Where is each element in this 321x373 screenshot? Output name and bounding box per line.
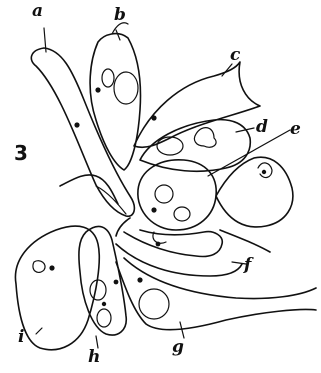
figure-number: 3 [14,141,28,165]
cell-i: i [15,226,99,350]
label-h: h [88,347,100,367]
cell-b-vacuole [114,72,138,104]
label-i: i [18,327,24,347]
cell-b: b [90,5,140,170]
label-f: f [243,255,254,275]
cell-g: g [116,258,316,357]
cell-a-nucleus [74,122,79,127]
background-strands [60,175,270,252]
cell-d-nucleus [194,128,216,148]
cell-f: f [116,230,254,276]
cell-g-vacuole [139,289,169,319]
label-a: a [32,1,43,21]
label-g: g [172,337,184,357]
label-c: c [230,45,241,65]
label-d: d [256,117,268,137]
label-e: e [290,119,301,139]
label-b: b [114,5,126,25]
